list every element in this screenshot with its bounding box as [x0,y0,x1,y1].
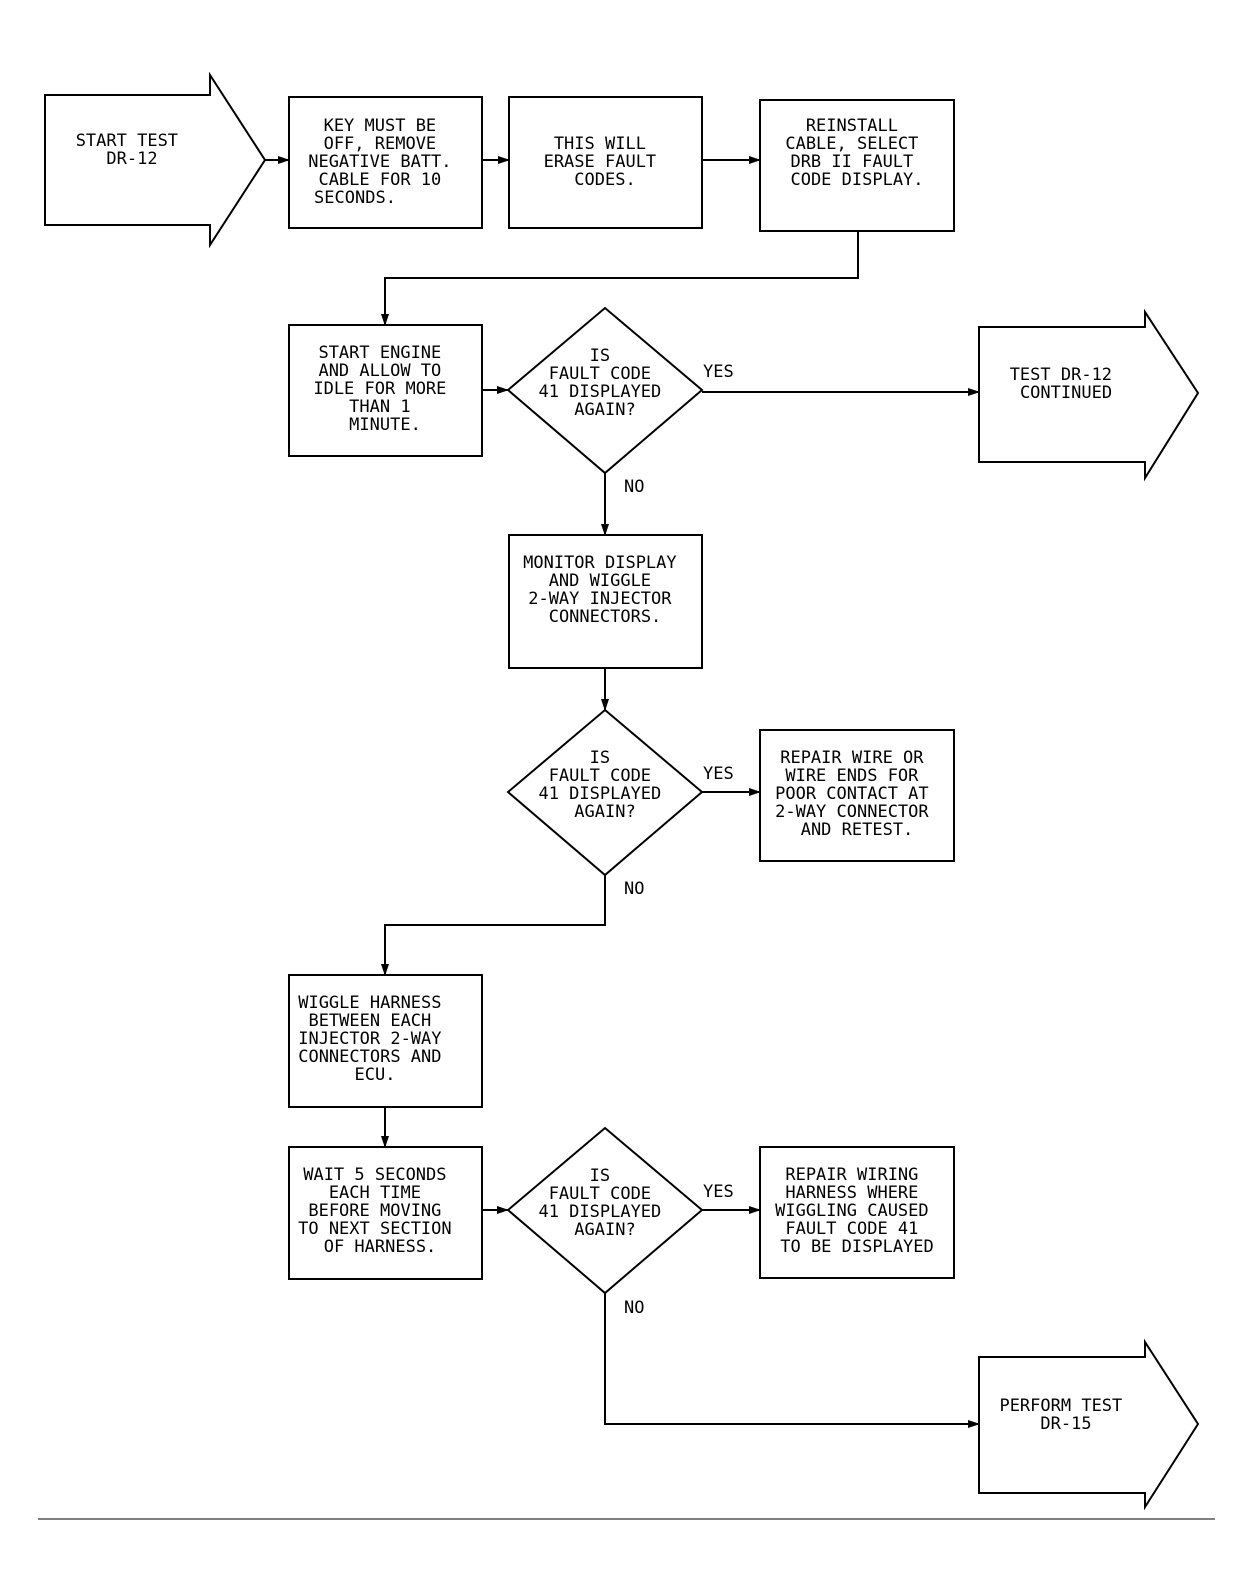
key-off-label: KEY MUST BE OFF, REMOVE NEGATIVE BATT. C… [308,116,462,208]
repair-wire-label: REPAIR WIRE OR WIRE ENDS FOR POOR CONTAC… [775,748,939,840]
repair-harness-box [759,1146,955,1279]
start-engine-box [288,324,483,457]
connector-decision2-wiggle [381,875,606,976]
decision1-yes-label: YES [703,362,734,382]
continued-arrow-shape [978,308,1200,482]
wait-label: WAIT 5 SECONDS EACH TIME BEFORE MOVING T… [298,1165,462,1257]
reinstall-label: REINSTALL CABLE, SELECT DRB II FAULT COD… [785,116,928,190]
wiggle-box [288,974,483,1108]
monitor-label: MONITOR DISPLAY AND WIGGLE 2-WAY INJECTO… [523,553,687,627]
connector-decision3-perform [604,1293,980,1428]
repair-harness-label: REPAIR WIRING HARNESS WHERE WIGGLING CAU… [775,1165,939,1257]
start-arrow-shape [44,71,267,249]
decision1-label: IS FAULT CODE 41 DISPLAYED AGAIN? [538,346,671,420]
perform-label: PERFORM TEST DR-15 [999,1396,1132,1434]
reinstall-box [759,99,955,232]
decision3-yes-label: YES [703,1182,734,1202]
decision2-yes-label: YES [703,764,734,784]
decision3-label: IS FAULT CODE 41 DISPLAYED AGAIN? [538,1166,671,1240]
start-label: START TEST DR-12 [76,131,189,169]
decision3-no-label: NO [624,1298,644,1318]
decision1-no-label: NO [624,477,644,497]
decision2-label: IS FAULT CODE 41 DISPLAYED AGAIN? [538,748,671,822]
continued-label: TEST DR-12 CONTINUED [1010,365,1123,403]
key-off-box [288,96,483,229]
connector-reinstall-startengine [381,231,859,326]
perform-arrow-shape [978,1338,1200,1511]
wiggle-label: WIGGLE HARNESS BETWEEN EACH INJECTOR 2-W… [298,993,452,1085]
decision2-no-label: NO [624,879,644,899]
wait-box [288,1146,483,1280]
start-engine-label: START ENGINE AND ALLOW TO IDLE FOR MORE … [313,343,456,435]
erase-label: THIS WILL ERASE FAULT CODES. [544,134,667,190]
repair-wire-box [759,729,955,862]
